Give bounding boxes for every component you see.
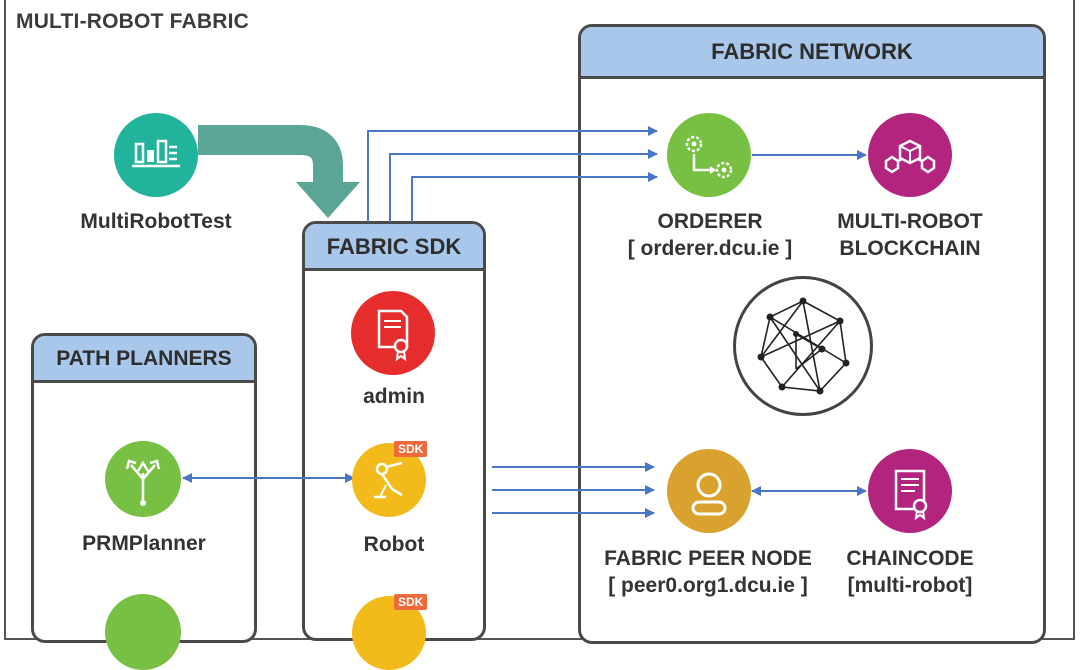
peer-node-icon xyxy=(667,449,751,533)
chaincode-name: CHAINCODE xyxy=(846,547,974,570)
test-to-sdk-arrowhead xyxy=(296,182,360,218)
peer-node-host: [ peer0.org1.dcu.ie ] xyxy=(608,574,808,597)
robot-label: Robot xyxy=(363,533,425,556)
admin-label: admin xyxy=(363,385,425,408)
chaincode-host: [multi-robot] xyxy=(847,574,973,597)
prm-planner-label: PRMPlanner xyxy=(82,532,206,555)
path-planners-panel: PATH PLANNERS xyxy=(31,333,257,643)
robot-arm-icon xyxy=(352,443,426,517)
test-to-sdk-arrow xyxy=(198,125,343,186)
network-graph-icon xyxy=(733,276,873,416)
sdk-orderer-line-2 xyxy=(389,149,658,222)
blockchain-icon xyxy=(868,113,952,197)
chaincode-icon xyxy=(868,449,952,533)
orderer-host: [ orderer.dcu.ie ] xyxy=(627,237,793,260)
partial-sdk-badge: SDK xyxy=(394,594,428,610)
multirobot-test-icon xyxy=(114,113,198,197)
planner-node-partial-icon xyxy=(105,594,181,670)
sdk-orderer-line-1 xyxy=(367,126,658,222)
path-planners-header: PATH PLANNERS xyxy=(34,336,254,383)
diagram-title: MULTI-ROBOT FABRIC xyxy=(16,10,250,33)
orderer-icon xyxy=(667,113,751,197)
connector-arrows xyxy=(182,125,867,518)
blockchain-label-line1: MULTI-ROBOT xyxy=(837,210,983,233)
blockchain-label-line2: BLOCKCHAIN xyxy=(839,237,981,260)
robot-sdk-badge: SDK xyxy=(394,441,428,457)
admin-certificate-icon xyxy=(351,291,435,375)
fabric-network-header: FABRIC NETWORK xyxy=(581,27,1043,79)
prm-planner-icon xyxy=(105,441,181,517)
orderer-name: ORDERER xyxy=(657,210,763,233)
peer-node-name: FABRIC PEER NODE xyxy=(604,547,812,570)
fabric-sdk-header: FABRIC SDK xyxy=(305,224,483,271)
multirobot-test-label: MultiRobotTest xyxy=(80,210,232,233)
sdk-orderer-line-3 xyxy=(411,172,658,222)
